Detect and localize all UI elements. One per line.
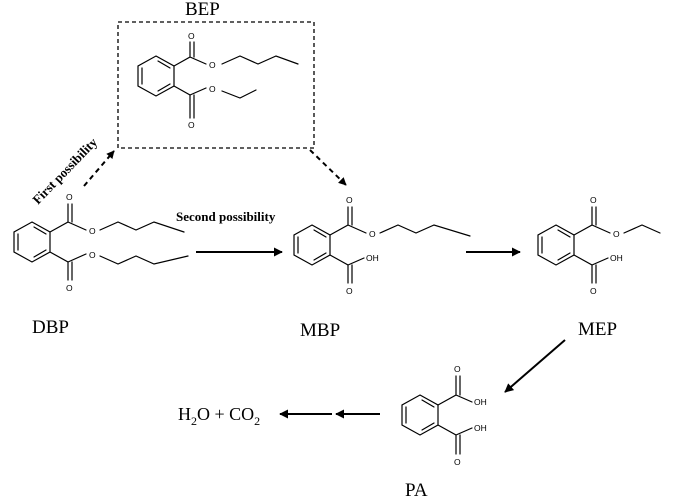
bep-ring-double-bonds — [141, 60, 171, 92]
mep-label: MEP — [578, 319, 617, 340]
dbp-upper-ester-bonds — [49, 203, 185, 233]
mbp-acid-carbonyl-o: O — [346, 286, 353, 296]
bep-upper-ester-bonds — [173, 41, 299, 67]
mep-benzene-ring — [537, 224, 575, 266]
mbp-hydroxyl: OH — [366, 253, 379, 263]
bep-carbonyl-o-upper: O — [188, 31, 195, 41]
pa-lower-acid-bonds — [437, 424, 473, 455]
pa-label: PA — [405, 480, 428, 501]
bep-structure: O O O O — [117, 21, 315, 149]
mep-ring-double-bonds — [541, 229, 571, 261]
dbp-structure: O O O O — [13, 192, 189, 293]
pa-lower-hydroxyl: OH — [474, 423, 487, 433]
bep-to-mbp-arrow — [309, 149, 347, 186]
mep-acid-bonds — [573, 254, 609, 284]
mep-to-pa-arrow — [504, 339, 566, 393]
dbp-carbonyl-o-upper: O — [66, 192, 73, 202]
bep-carbonyl-o-lower: O — [188, 120, 195, 130]
bep-label: BEP — [185, 0, 220, 20]
mep-hydroxyl: OH — [610, 253, 623, 263]
pa-lower-carbonyl-o: O — [454, 457, 461, 467]
water-o-plus-co: O + CO — [197, 404, 254, 424]
dbp-ring-double-bonds — [17, 226, 47, 258]
pa-upper-carbonyl-o: O — [454, 364, 461, 374]
mep-ester-bonds — [573, 206, 661, 236]
mbp-label: MBP — [300, 320, 340, 341]
dbp-ester-o-upper: O — [89, 226, 96, 236]
bep-ester-o-upper: O — [209, 60, 216, 70]
mep-carbonyl-o: O — [590, 195, 597, 205]
dbp-carbonyl-o-lower: O — [66, 283, 73, 293]
bep-benzene-ring — [137, 55, 175, 97]
mep-ester-o: O — [613, 229, 620, 239]
water-h: H — [178, 404, 191, 424]
dbp-label: DBP — [32, 317, 69, 338]
mbp-acid-bonds — [329, 254, 365, 284]
mbp-structure: O O O OH — [293, 195, 471, 296]
mep-acid-carbonyl-o: O — [590, 286, 597, 296]
first-possibility-label: First possibility — [29, 134, 100, 207]
pa-structure: O OH O OH — [401, 364, 487, 467]
pa-benzene-ring — [401, 394, 439, 436]
mbp-ester-bonds — [329, 206, 471, 237]
mbp-benzene-ring — [293, 224, 331, 266]
second-possibility-label: Second possibility — [176, 209, 276, 224]
dbp-ester-o-lower: O — [89, 250, 96, 260]
dbp-benzene-ring — [13, 221, 51, 263]
dbp-lower-ester-bonds — [49, 251, 189, 281]
water-subscript: 2 — [191, 414, 197, 428]
final-products-label: H2O + CO2 — [178, 404, 260, 428]
mbp-carbonyl-o: O — [346, 195, 353, 205]
first-possibility-arrow — [83, 150, 115, 187]
bep-ester-o-lower: O — [209, 84, 216, 94]
bep-lower-ester-bonds — [173, 85, 257, 119]
mbp-ring-double-bonds — [297, 229, 327, 261]
pa-upper-hydroxyl: OH — [474, 397, 487, 407]
mep-structure: O O O OH — [537, 195, 661, 296]
pa-ring-double-bonds — [405, 399, 435, 431]
co2-subscript: 2 — [254, 414, 260, 428]
mbp-ester-o: O — [369, 229, 376, 239]
pa-upper-acid-bonds — [437, 375, 473, 406]
bep-dashed-box — [117, 21, 315, 149]
